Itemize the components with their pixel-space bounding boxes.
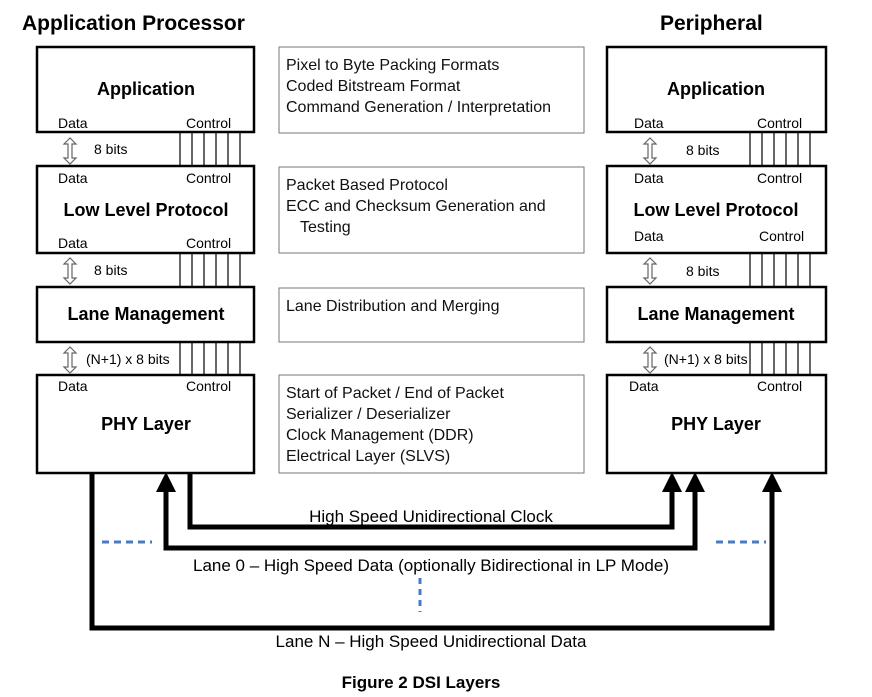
header-application-processor: Application Processor [22, 12, 245, 35]
left-lane-management-block [35, 285, 256, 344]
right-control-lines-3 [749, 342, 811, 375]
left-protocol-control-top: Control [186, 170, 231, 186]
desc-protocol-line-3: Testing [300, 219, 351, 236]
left-bus-width-3: (N+1) x 8 bits [86, 351, 170, 367]
right-protocol-control-top: Control [757, 170, 802, 186]
right-data-arrow-2 [642, 257, 658, 285]
left-protocol-data-bottom: Data [58, 235, 88, 251]
left-application-block [35, 45, 256, 134]
desc-application-line-2: Coded Bitstream Format [286, 78, 461, 95]
header-peripheral: Peripheral [660, 12, 763, 35]
right-control-lines-2 [749, 253, 811, 287]
desc-lane-box [278, 287, 585, 343]
left-application-data-port: Data [58, 115, 88, 131]
right-application-label: Application [667, 79, 765, 99]
right-lane-management-block [605, 285, 828, 344]
left-protocol-label: Low Level Protocol [63, 200, 228, 220]
lane0-label: Lane 0 – High Speed Data (optionally Bid… [193, 556, 669, 575]
left-stack: Application Data Control 8 bits Data Con… [35, 45, 256, 475]
desc-application-box [278, 46, 585, 134]
right-lane-management-label: Lane Management [637, 304, 794, 324]
desc-protocol-box [278, 166, 585, 254]
right-phy-control-port: Control [757, 378, 802, 394]
right-protocol-label: Low Level Protocol [633, 200, 798, 220]
description-column: Pixel to Byte Packing Formats Coded Bits… [278, 46, 585, 474]
left-control-lines-2 [179, 253, 241, 287]
right-bus-width-3: (N+1) x 8 bits [664, 351, 748, 367]
left-lane-management-label: Lane Management [67, 304, 224, 324]
left-data-arrow-3 [62, 346, 78, 374]
laneN-line [89, 472, 782, 631]
right-application-control-port: Control [757, 115, 802, 131]
clock-lane-line [187, 472, 682, 530]
laneN-label: Lane N – High Speed Unidirectional Data [276, 632, 587, 651]
desc-lane-line-1: Lane Distribution and Merging [286, 298, 499, 315]
right-data-arrow-1 [642, 137, 658, 165]
right-data-arrow-3 [642, 346, 658, 374]
desc-phy-line-4: Electrical Layer (SLVS) [286, 448, 450, 465]
right-control-lines-1 [749, 132, 811, 166]
left-bus-width-1: 8 bits [94, 141, 127, 157]
left-protocol-control-bottom: Control [186, 235, 231, 251]
right-application-data-port: Data [634, 115, 664, 131]
left-control-lines-3 [179, 342, 241, 375]
lane0-line [156, 472, 705, 551]
right-protocol-block [605, 164, 828, 255]
figure-caption: Figure 2 DSI Layers [342, 673, 501, 692]
desc-application-line-1: Pixel to Byte Packing Formats [286, 57, 499, 74]
clock-lane-label: High Speed Unidirectional Clock [309, 507, 553, 526]
right-bus-width-1: 8 bits [686, 142, 719, 158]
left-phy-label: PHY Layer [101, 414, 191, 434]
right-phy-label: PHY Layer [671, 414, 761, 434]
left-phy-block [35, 373, 256, 475]
desc-protocol-line-1: Packet Based Protocol [286, 177, 448, 194]
desc-phy-line-2: Serializer / Deserializer [286, 406, 451, 423]
left-phy-data-port: Data [58, 378, 88, 394]
left-bus-width-2: 8 bits [94, 262, 127, 278]
desc-phy-box [278, 374, 585, 474]
left-application-label: Application [97, 79, 195, 99]
right-phy-block [605, 373, 828, 475]
left-application-control-port: Control [186, 115, 231, 131]
right-protocol-data-bottom: Data [634, 228, 664, 244]
desc-phy-line-3: Clock Management (DDR) [286, 427, 474, 444]
left-protocol-block [35, 164, 256, 255]
left-data-arrow-1 [62, 137, 78, 165]
desc-application-line-3: Command Generation / Interpretation [286, 99, 551, 116]
right-protocol-control-bottom: Control [759, 228, 804, 244]
right-stack: Application Data Control 8 bits Data Con… [605, 45, 828, 475]
right-protocol-data-top: Data [634, 170, 664, 186]
right-application-block [605, 45, 828, 134]
left-phy-control-port: Control [186, 378, 231, 394]
right-phy-data-port: Data [629, 378, 659, 394]
desc-protocol-line-2: ECC and Checksum Generation and [286, 198, 546, 215]
right-bus-width-2: 8 bits [686, 263, 719, 279]
desc-phy-line-1: Start of Packet / End of Packet [286, 385, 504, 402]
left-data-arrow-2 [62, 257, 78, 285]
left-control-lines-1 [179, 132, 241, 166]
left-protocol-data-top: Data [58, 170, 88, 186]
